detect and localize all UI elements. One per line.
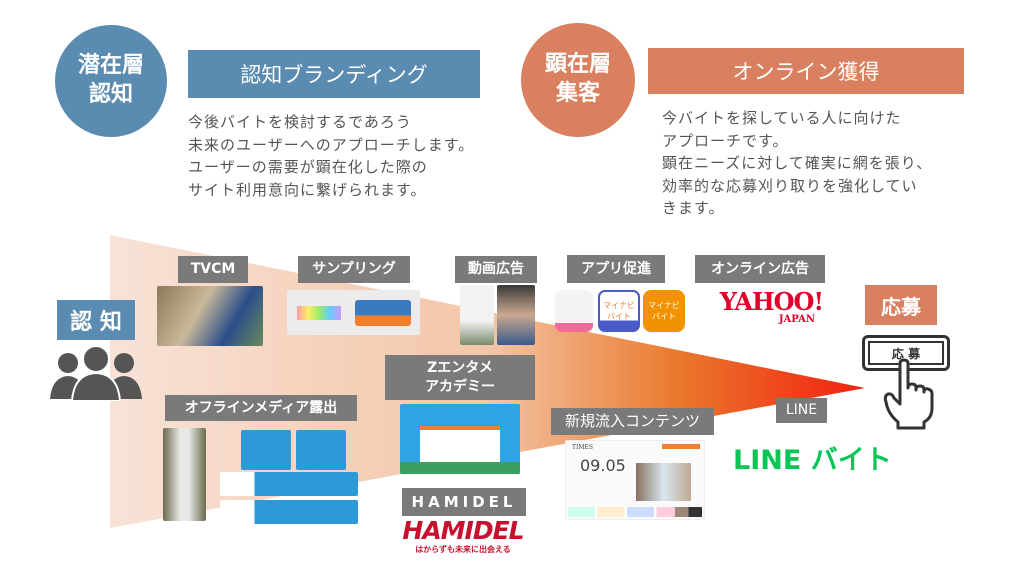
latent-awareness-circle: 潜在層 認知 bbox=[52, 22, 170, 140]
latent-description: 今後バイトを検討するであろう 未来のユーザーへのアプローチします。 ユーザーの需… bbox=[188, 113, 475, 199]
people-icon bbox=[50, 345, 142, 401]
yahoo-logo-text: YAHOO! bbox=[719, 287, 824, 316]
app-icon-mynavi-baito: マイナビ バイト bbox=[643, 290, 685, 332]
app-icon-student: マイナビ バイト bbox=[598, 290, 640, 332]
pointing-hand-icon bbox=[883, 358, 934, 430]
offline-banner-2 bbox=[220, 500, 358, 524]
tag-line: LINE bbox=[776, 398, 827, 423]
hamidel-logo: HAMIDEL はからずも未来に出会える bbox=[400, 518, 526, 555]
tag-new-content: 新規流入コンテンツ bbox=[551, 408, 714, 435]
sampling-image bbox=[287, 290, 420, 335]
tag-online-ad: オンライン広告 bbox=[695, 255, 825, 283]
offline-banner-1 bbox=[220, 472, 358, 496]
awareness-label: 認 知 bbox=[57, 300, 135, 340]
z-academy-image bbox=[400, 404, 520, 474]
app-icon-highschool bbox=[555, 290, 593, 332]
manifest-description: 今バイトを探している人に向けた アプローチです。 顕在ニーズに対して確実に網を張… bbox=[662, 109, 933, 217]
tag-z-entame-academy: Zエンタメ アカデミー bbox=[385, 355, 535, 400]
yahoo-logo-subtext: JAPAN bbox=[778, 314, 815, 325]
tag-offline-media: オフラインメディア露出 bbox=[165, 395, 357, 421]
hamidel-logo-subtext: はからずも未来に出会える bbox=[415, 545, 511, 554]
yahoo-japan-logo: YAHOO! JAPAN bbox=[705, 287, 824, 326]
new-content-screenshot: TIMES 09.05 bbox=[565, 440, 705, 520]
apply-label: 応募 bbox=[865, 285, 937, 325]
manifest-acquisition-circle: 顕在層 集客 bbox=[518, 20, 638, 140]
times-date: 09.05 bbox=[580, 456, 626, 475]
tag-tvcm: TVCM bbox=[178, 256, 248, 283]
awareness-branding-banner: 認知ブランディング bbox=[188, 50, 480, 98]
tag-sampling: サンプリング bbox=[298, 256, 410, 283]
tvcm-image bbox=[157, 286, 263, 346]
hamidel-logo-text: HAMIDEL bbox=[402, 516, 524, 545]
times-title: TIMES bbox=[572, 444, 594, 451]
tag-app-promotion: アプリ促進 bbox=[567, 255, 665, 283]
tag-video-ad: 動画広告 bbox=[455, 256, 537, 283]
tag-hamidel: HAMIDEL bbox=[402, 488, 526, 516]
online-acquisition-banner: オンライン獲得 bbox=[648, 48, 964, 94]
video-ad-image-2 bbox=[497, 285, 535, 345]
video-ad-image-1 bbox=[460, 285, 494, 345]
offline-pillar-image bbox=[163, 428, 206, 521]
offline-poster-1 bbox=[241, 430, 291, 470]
offline-poster-2 bbox=[296, 430, 346, 470]
line-baito-logo: LINE バイト bbox=[733, 445, 892, 476]
